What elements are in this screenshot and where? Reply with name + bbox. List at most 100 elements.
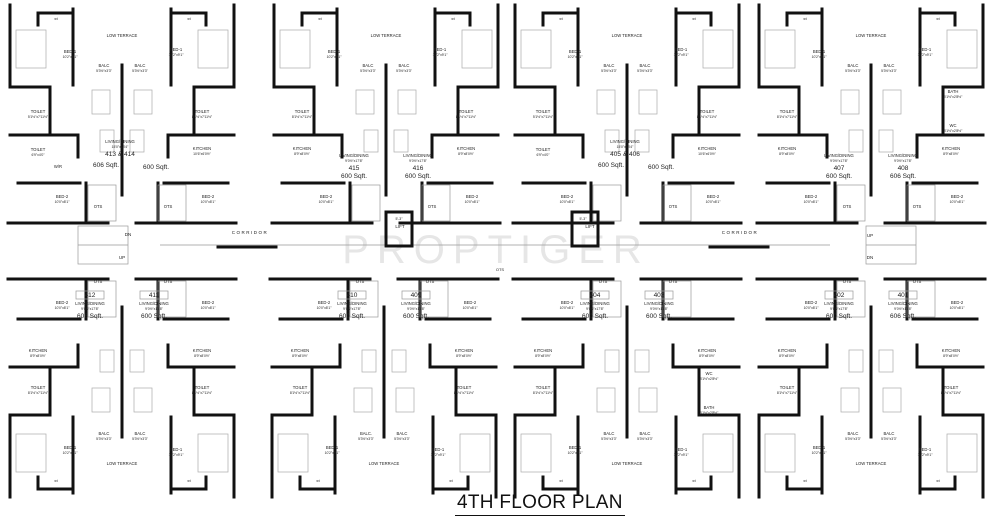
- room-dimension: 8'9"x8'0½": [458, 152, 475, 156]
- room-label-balc: BALC: [397, 431, 408, 436]
- room-label-bed-2: BED-2: [202, 300, 215, 305]
- room-label-kitchen: KITCHEN: [778, 348, 796, 353]
- room-label-balc: BALC: [135, 431, 146, 436]
- room-label-low-terrace: LOW TERRACE: [107, 461, 138, 466]
- room-label-kitchen: KITCHEN: [778, 146, 796, 151]
- ots-shaft: [87, 184, 117, 222]
- living-dining-label: LIVING/DINING: [644, 301, 674, 306]
- room-label-wc: WC: [950, 123, 957, 128]
- room-dimension: 3'1½"x2'8½": [700, 377, 719, 381]
- room-dimension: 8'1½"x7'11½": [192, 391, 213, 395]
- room-dimension: 10'2"x9'1": [325, 451, 341, 455]
- room-label-bed-2: BED-2: [466, 194, 479, 199]
- room-label-low-terrace: LOW TERRACE: [107, 33, 138, 38]
- room-dimension: 15'0"x18'4": [112, 145, 130, 149]
- dining-table: [840, 387, 860, 413]
- room-dimension: 6'9"x4'0": [537, 153, 551, 157]
- bed-furniture: [279, 29, 311, 69]
- room-label-toilet: TOILET: [31, 147, 46, 152]
- unit-area: 606 Sqft.: [890, 173, 916, 180]
- room-dimension: 10'2"x9'1": [169, 53, 185, 57]
- room-dimension: 8'9"x8'0½": [292, 354, 309, 358]
- room-label-kitchen: KITCHEN: [942, 146, 960, 151]
- room-dimension: 5'3½"x3'3": [396, 69, 413, 73]
- room-label-bath: BATH: [948, 89, 959, 94]
- room-label-balc-: BALC.: [360, 431, 372, 436]
- wt-label: wt: [449, 479, 452, 483]
- wt-label: wt: [803, 479, 806, 483]
- unit-number: 409: [411, 292, 422, 299]
- wt-label: wt: [936, 17, 939, 21]
- room-dimension: 9'0½"x17'8": [830, 159, 848, 163]
- living-dining-label: LIVING/DINING: [403, 153, 433, 158]
- wt-label: wt: [803, 17, 806, 21]
- room-label-bath: BATH: [704, 405, 715, 410]
- wt-label: wt: [187, 17, 190, 21]
- room-dimension: 8'9"x8'0½": [294, 152, 311, 156]
- room-dimension: 10'2"x9'1": [169, 453, 185, 457]
- room-label-balc: BALC: [640, 63, 651, 68]
- room-dimension: 5'3½"x3'3": [394, 437, 411, 441]
- unit-number-box: [401, 290, 431, 300]
- room-dimension: 10'2"x9'1": [918, 53, 934, 57]
- corridor-label: CORRIDOR: [232, 230, 269, 235]
- room-dimension: 8'1½"x7'11½": [292, 115, 313, 119]
- room-dimension: 5'3½"x3'3": [132, 69, 149, 73]
- sofa: [604, 129, 620, 153]
- lift-left: [384, 210, 414, 248]
- room-dimension: 5'3½"x3'3": [845, 69, 862, 73]
- room-dimension: 6'9"x4'0": [32, 153, 46, 157]
- room-label-bed-1: BED-1: [432, 447, 445, 452]
- living-dining-label: LIVING/DINING: [105, 139, 135, 144]
- corridor-label: CORRIDOR: [722, 230, 759, 235]
- room-label-low-terrace: LOW TERRACE: [856, 33, 887, 38]
- room-dimension: 8'9"x8'0½": [194, 354, 211, 358]
- room-dimension: 8'9"x8'0½": [779, 152, 796, 156]
- room-dimension: 10'2"x9'1": [568, 55, 584, 59]
- wt-label: wt: [54, 17, 57, 21]
- room-dimension: 5'1½"x7'11½": [533, 115, 554, 119]
- room-label-toilet: TOILET: [295, 109, 310, 114]
- wt-label: wt: [559, 479, 562, 483]
- living-dining-label: LIVING/DINING: [337, 301, 367, 306]
- lift-label: LIFT: [395, 224, 405, 229]
- room-label-ots: OTS: [94, 279, 103, 284]
- room-dimension: 10'2"x9'1": [918, 453, 934, 457]
- room-label-bed-1: BED-1: [813, 445, 826, 450]
- bed-furniture: [702, 29, 734, 69]
- room-label-kitchen: KITCHEN: [291, 348, 309, 353]
- bed-furniture: [197, 29, 229, 69]
- unit-number: 416: [413, 165, 424, 172]
- room-label-low-terrace: LOW TERRACE: [369, 461, 400, 466]
- room-label-ots: OTS: [356, 279, 365, 284]
- room-label-bed-1: BED-1: [326, 445, 339, 450]
- room-label-bed-1: BED-1: [813, 49, 826, 54]
- unit-number: 402: [834, 292, 845, 299]
- room-label-balc: BALC: [848, 431, 859, 436]
- room-dimension: 5'3½"x3'3": [360, 69, 377, 73]
- living-dining-label: LIVING/DINING: [824, 153, 854, 158]
- room-dimension: 10'6"x6'0½": [698, 152, 716, 156]
- unit-number: 404: [590, 292, 601, 299]
- unit-number: 408: [898, 165, 909, 172]
- dining-table: [638, 387, 658, 413]
- room-label-kitchen: KITCHEN: [455, 348, 473, 353]
- wt-label: wt: [559, 17, 562, 21]
- dining-table: [395, 387, 415, 413]
- unit-number: 407: [834, 165, 845, 172]
- room-label-ots: OTS: [94, 204, 103, 209]
- room-dimension: 5'3½"x3'3": [132, 437, 149, 441]
- unit-number-box: [139, 290, 169, 300]
- bed-furniture: [461, 29, 493, 69]
- room-label-balc: BALC: [884, 431, 895, 436]
- room-label-ots: OTS: [164, 204, 173, 209]
- stairs-down-label: DN: [125, 232, 132, 237]
- room-dimension: 5'3½"x3'3": [637, 69, 654, 73]
- lift-dim: 5'-3": [580, 217, 588, 221]
- ots-shaft: [836, 184, 866, 222]
- wt-label: wt: [318, 17, 321, 21]
- room-dimension: 5'1½"x7'11½": [28, 115, 49, 119]
- room-dimension: 9'0½"x17'8": [407, 307, 425, 311]
